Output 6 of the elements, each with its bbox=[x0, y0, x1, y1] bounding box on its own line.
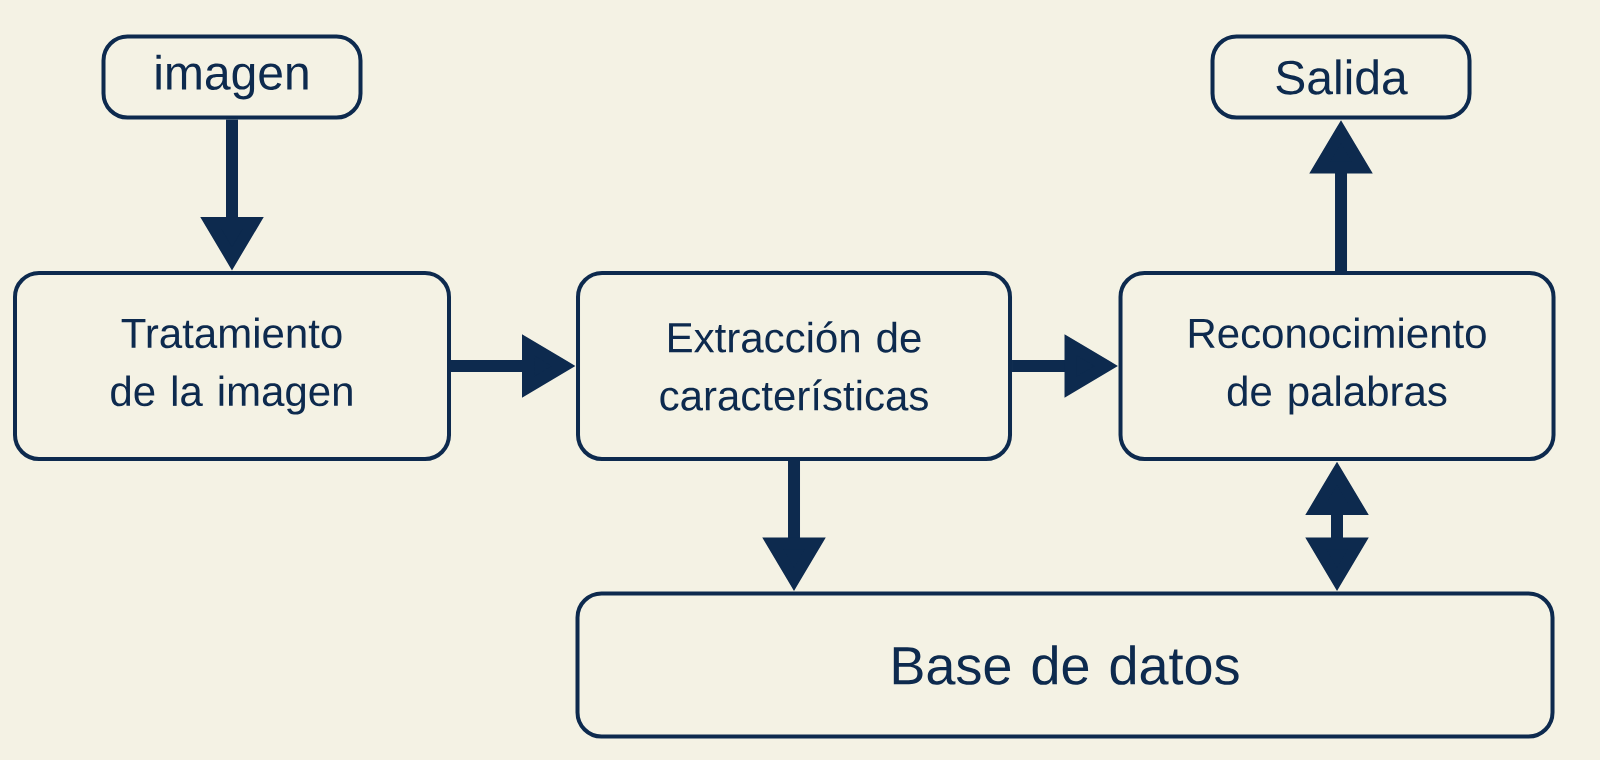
process-box: Base de datos bbox=[575, 591, 1555, 739]
process-box: Salida bbox=[1210, 34, 1472, 120]
process-box: Reconocimiento de palabras bbox=[1118, 271, 1556, 461]
process-box: Extracción de características bbox=[576, 271, 1012, 461]
process-box: Tratamiento de la imagen bbox=[13, 271, 451, 461]
process-box: imagen bbox=[101, 34, 363, 120]
